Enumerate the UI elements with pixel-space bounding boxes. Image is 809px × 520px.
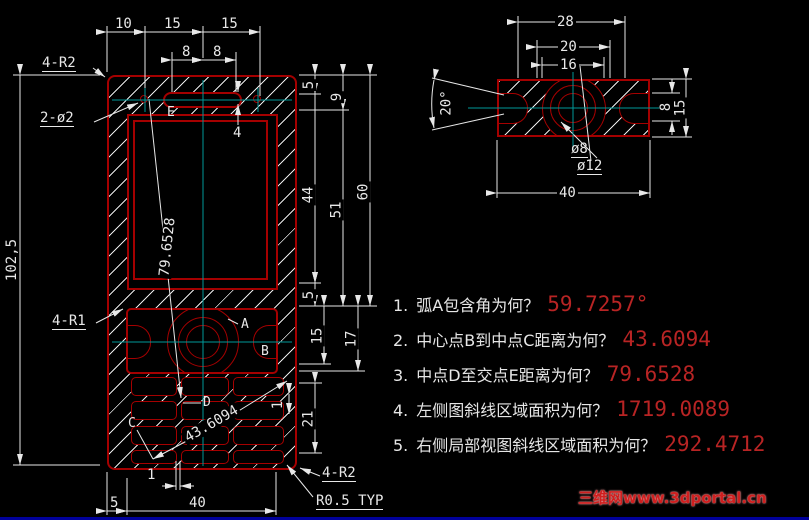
dim-5-bottom: 5 (110, 495, 119, 511)
detail-circle-d8 (558, 93, 588, 123)
question-answer: 1719.0089 (616, 397, 731, 421)
keypad-button (233, 426, 284, 445)
keypad-button (131, 377, 177, 396)
dim-40-detail: 40 (557, 185, 578, 201)
dim-15-right: 15 (221, 16, 238, 32)
watermark-text: 三维网www.3dportal.cn (578, 489, 767, 507)
dim-angle-20: 20° (438, 88, 455, 118)
question-answer: 43.6094 (622, 327, 711, 351)
dim-17: 17 (343, 328, 360, 350)
question-row-4: 4. 左侧图斜线区域面积为何？ 1719.0089 (393, 397, 730, 421)
front-view-screen-inner (133, 120, 268, 280)
question-number: 4. (393, 401, 409, 420)
detail-slot-right (619, 93, 648, 124)
label-r05-typ: R0.5 TYP (316, 493, 384, 510)
label-4-r1: 4-R1 (52, 313, 86, 330)
question-number: 5. (393, 436, 409, 455)
front-view-hole-left (140, 95, 148, 103)
detail-slot-left (499, 93, 528, 124)
keypad-button (181, 377, 229, 396)
detail-view-body (497, 79, 650, 137)
point-e: E (167, 105, 175, 120)
dim-5-top: 5 (301, 78, 318, 92)
question-text: 左侧图斜线区域面积为何？ (416, 401, 609, 420)
point-d: D (203, 395, 211, 410)
dim-5-mid: 5 (301, 288, 318, 302)
keypad-button (233, 450, 284, 464)
dim-15-mid: 15 (309, 325, 326, 347)
keypad-button (131, 450, 177, 464)
middle-slot-left (128, 325, 151, 359)
label-4-r2-bottom: 4-R2 (322, 465, 356, 482)
dim-1-right: 1 (270, 400, 287, 410)
dim-10: 10 (115, 16, 132, 32)
dim-44: 44 (300, 184, 317, 206)
middle-circle-inner (186, 325, 220, 359)
question-row-5: 5. 右侧局部视图斜线区域面积为何？ 292.4712 (393, 432, 765, 456)
front-view-top-slot (163, 92, 242, 108)
dim-8-detail: 8 (658, 100, 675, 114)
question-answer: 292.4712 (664, 432, 766, 456)
label-4-r2-top: 4-R2 (42, 55, 76, 72)
question-text: 中点D至交点E距离为何？ (416, 366, 599, 385)
dim-60: 60 (355, 181, 372, 203)
label-dia8: ø8 (571, 141, 588, 158)
dim-20: 20 (558, 39, 579, 55)
dim-40-bottom: 40 (189, 495, 206, 511)
dim-16: 16 (558, 57, 579, 73)
label-dia12: ø12 (577, 158, 603, 175)
point-b: B (261, 344, 269, 359)
question-number: 2. (393, 331, 409, 350)
question-number: 3. (393, 366, 409, 385)
dim-15-left: 15 (164, 16, 181, 32)
window-bottom-edge (0, 517, 809, 520)
front-view-hole-right (253, 95, 261, 103)
keypad-button (131, 426, 177, 445)
dim-21: 21 (300, 408, 317, 430)
front-view-screen-outer (127, 114, 278, 290)
point-a: A (241, 317, 249, 332)
label-2-dia2: 2-ø2 (40, 110, 74, 127)
dim-51: 51 (328, 199, 345, 221)
question-row-1: 1. 弧A包含角为何？ 59.7257° (393, 292, 648, 316)
point-c: C (128, 416, 136, 431)
dim-28: 28 (555, 14, 576, 30)
keypad-button (181, 450, 229, 464)
question-answer: 59.7257° (547, 292, 649, 316)
dim-8-left: 8 (182, 44, 191, 60)
question-text: 右侧局部视图斜线区域面积为何？ (416, 436, 657, 455)
front-view-middle-section (126, 308, 278, 374)
question-number: 1. (393, 296, 409, 315)
dim-height-102-5: 102,5 (4, 238, 21, 282)
question-answer: 79.6528 (606, 362, 696, 386)
dim-4-slot: 4 (231, 125, 244, 141)
question-row-2: 2. 中心点B到中点C距离为何？ 43.6094 (393, 327, 711, 351)
dim-8-right: 8 (213, 44, 222, 60)
keypad-button (131, 401, 177, 420)
dim-9: 9 (329, 90, 346, 104)
dim-1-bottom: 1 (147, 467, 156, 483)
question-row-3: 3. 中点D至交点E距离为何？ 79.6528 (393, 362, 695, 386)
question-text: 中心点B到中点C距离为何？ (416, 331, 615, 350)
keypad-button (233, 377, 284, 396)
dim-15-detail: 15 (672, 97, 689, 119)
question-text: 弧A包含角为何？ (416, 296, 540, 315)
